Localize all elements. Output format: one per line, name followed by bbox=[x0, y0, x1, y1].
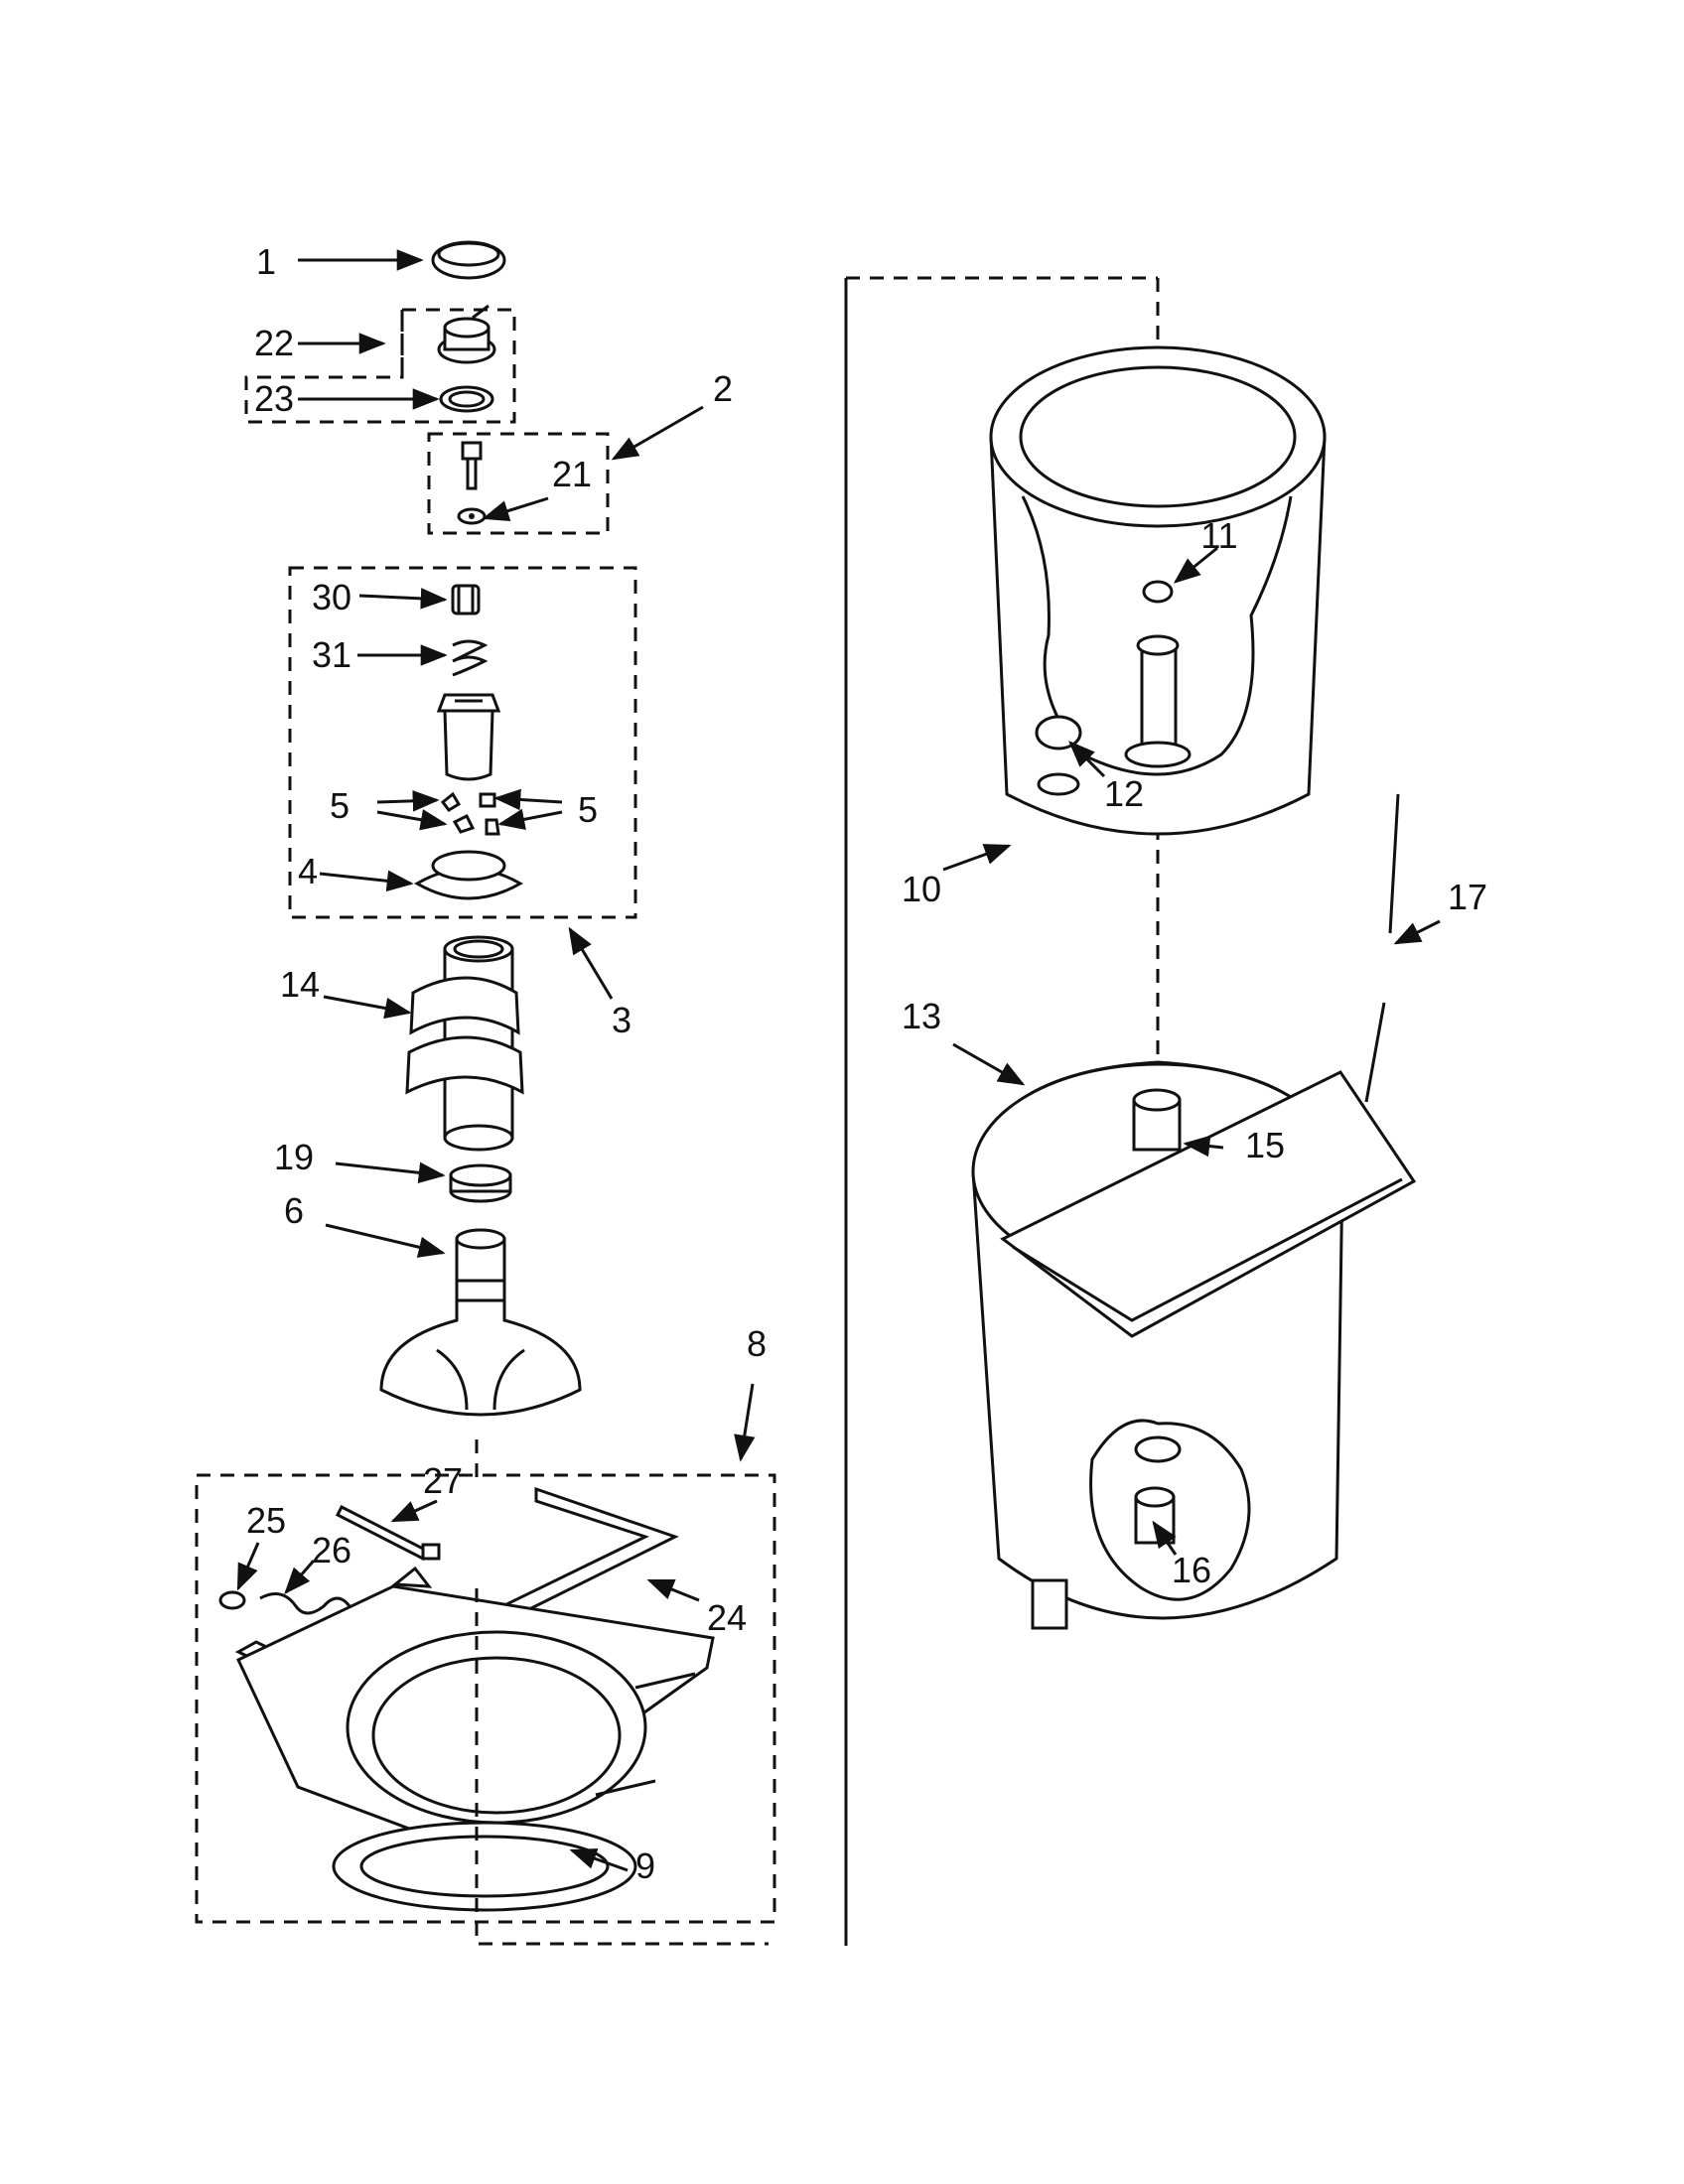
callout-26: 26 bbox=[312, 1530, 351, 1570]
tub-ring-part-9 bbox=[236, 1566, 715, 1912]
group-8-tail bbox=[475, 1922, 769, 1946]
group-3-outline bbox=[288, 566, 637, 919]
callout-11: 11 bbox=[1200, 515, 1237, 556]
callout-31: 31 bbox=[312, 634, 351, 675]
callout-15: 15 bbox=[1245, 1125, 1285, 1165]
agitator-base-part-6 bbox=[379, 1228, 582, 1417]
callout-24: 24 bbox=[707, 1597, 747, 1638]
seal-ring-part bbox=[439, 385, 494, 413]
callout-25: 25 bbox=[246, 1500, 286, 1541]
group-22-outline bbox=[244, 308, 516, 424]
callout-27: 27 bbox=[423, 1460, 463, 1501]
wire-part-26 bbox=[259, 1592, 351, 1615]
callout-4: 4 bbox=[298, 851, 318, 891]
callout-5-left: 5 bbox=[330, 785, 350, 826]
group-2-outline bbox=[427, 432, 610, 535]
bolt-washer-part bbox=[457, 441, 487, 525]
adapter-part-15 bbox=[1132, 1088, 1182, 1152]
clip-part-25 bbox=[218, 1590, 246, 1610]
bearing-part-19 bbox=[449, 1163, 512, 1203]
leader-arrows bbox=[236, 249, 1441, 1872]
nut-part-11 bbox=[1142, 580, 1174, 604]
callout-6: 6 bbox=[284, 1190, 304, 1231]
callout-1: 1 bbox=[256, 241, 276, 282]
cam-retainer-part-4 bbox=[413, 850, 524, 900]
callout-21: 21 bbox=[552, 454, 592, 494]
dog-part-30 bbox=[451, 584, 481, 615]
callout-12: 12 bbox=[1104, 773, 1144, 814]
tie-strap-part-27 bbox=[335, 1504, 441, 1562]
spring-part-31 bbox=[452, 639, 489, 677]
callout-16: 16 bbox=[1172, 1550, 1211, 1590]
agitator-cap-part bbox=[431, 240, 506, 280]
callout-10: 10 bbox=[902, 869, 941, 909]
brace-part-24 bbox=[234, 1486, 679, 1704]
hose-part-17 bbox=[1364, 793, 1400, 1103]
callout-17: 17 bbox=[1448, 877, 1487, 917]
dogs-part-5 bbox=[440, 791, 500, 836]
auger-part-14 bbox=[405, 935, 524, 1152]
cam-drive-part bbox=[436, 693, 501, 781]
callout-5-right: 5 bbox=[578, 789, 598, 830]
group-8-outline bbox=[195, 1473, 776, 1924]
cap-insert-part bbox=[437, 304, 496, 364]
callout-22: 22 bbox=[254, 323, 294, 363]
callout-9: 9 bbox=[635, 1845, 655, 1886]
callout-14: 14 bbox=[280, 964, 320, 1005]
callout-8: 8 bbox=[747, 1323, 767, 1364]
callout-23: 23 bbox=[254, 378, 294, 419]
outer-tub-part-13 bbox=[971, 1060, 1417, 1630]
callout-2: 2 bbox=[713, 368, 733, 409]
callout-3: 3 bbox=[612, 1000, 632, 1040]
spin-basket-part-10 bbox=[989, 345, 1327, 836]
callout-30: 30 bbox=[312, 577, 351, 617]
callout-13: 13 bbox=[902, 996, 941, 1036]
callout-19: 19 bbox=[274, 1137, 314, 1177]
